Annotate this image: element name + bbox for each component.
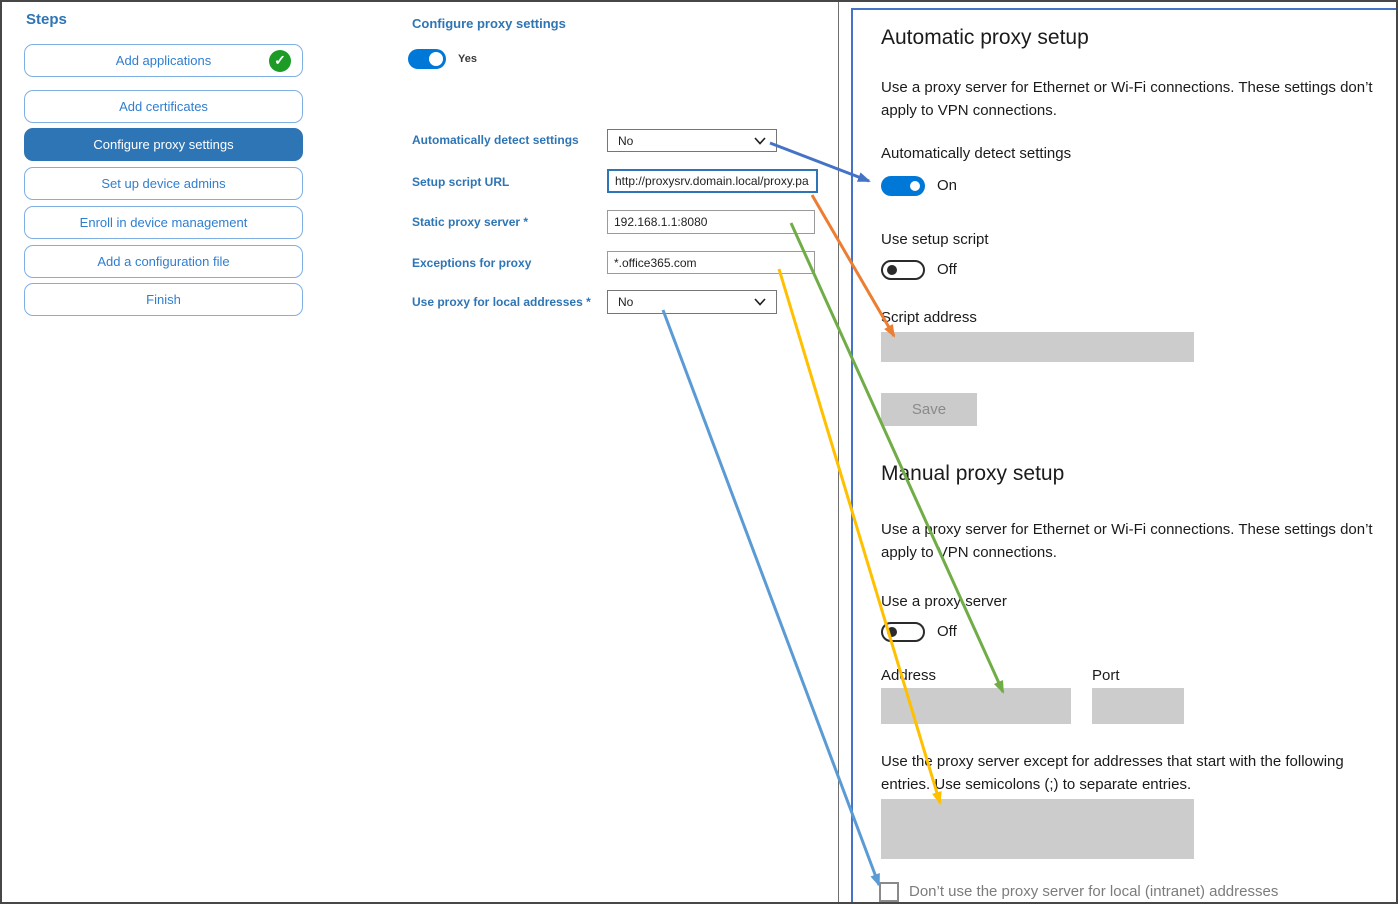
steps-heading: Steps (26, 11, 67, 28)
step-label: Add certificates (119, 99, 208, 114)
use-setup-script-state: Off (937, 261, 957, 278)
address-label: Address (881, 667, 937, 684)
detect-settings-state: On (937, 177, 958, 194)
completed-check-icon: ✓ (269, 49, 291, 72)
sidebar-item-configure-proxy-settings[interactable]: Configure proxy settings (24, 128, 303, 161)
use-proxy-server-label: Use a proxy server (881, 593, 1007, 610)
exceptions-for-proxy-input[interactable] (607, 251, 815, 274)
save-button[interactable]: Save (881, 393, 977, 426)
local-addresses-checkbox[interactable] (879, 882, 899, 902)
select-value: No (618, 133, 634, 148)
port-input[interactable] (1092, 688, 1184, 724)
automatic-proxy-description: Use a proxy server for Ethernet or Wi-Fi… (881, 79, 1373, 120)
static-proxy-server-input[interactable] (607, 210, 815, 234)
step-label: Set up device admins (101, 176, 226, 191)
step-label: Enroll in device management (79, 215, 248, 230)
use-setup-script-label: Use setup script (881, 231, 989, 248)
sidebar-item-add-configuration-file[interactable]: Add a configuration file (24, 245, 303, 278)
manual-proxy-heading: Manual proxy setup (881, 462, 1065, 485)
select-value: No (618, 295, 634, 309)
configure-proxy-toggle[interactable] (408, 49, 446, 69)
sidebar-item-finish[interactable]: Finish (24, 283, 303, 316)
windows-proxy-settings-panel: Automatic proxy setup Use a proxy server… (851, 8, 1396, 902)
use-proxy-local-select[interactable]: No (607, 290, 777, 314)
label-setup-script-url: Setup script URL (412, 175, 510, 189)
use-setup-script-toggle[interactable] (881, 260, 925, 280)
step-label: Configure proxy settings (93, 137, 234, 152)
form-title: Configure proxy settings (412, 16, 566, 31)
use-proxy-server-state: Off (937, 623, 957, 640)
manual-proxy-description: Use a proxy server for Ethernet or Wi-Fi… (881, 521, 1373, 562)
chevron-down-icon (754, 136, 766, 145)
sidebar-item-add-applications[interactable]: Add applications ✓ (24, 44, 303, 77)
exceptions-help-text: Use the proxy server except for addresse… (881, 753, 1344, 794)
sidebar-item-set-up-device-admins[interactable]: Set up device admins (24, 167, 303, 200)
toggle-knob (887, 627, 897, 637)
automatic-proxy-heading: Automatic proxy setup (881, 26, 1089, 49)
automatically-detect-select[interactable]: No (607, 129, 777, 152)
label-exceptions-for-proxy: Exceptions for proxy (412, 256, 532, 270)
local-addresses-checkbox-label: Don’t use the proxy server for local (in… (909, 883, 1279, 900)
exceptions-textarea[interactable] (881, 799, 1194, 859)
label-use-proxy-local: Use proxy for local addresses * (412, 295, 591, 309)
sidebar-item-enroll-device-management[interactable]: Enroll in device management (24, 206, 303, 239)
vertical-divider (838, 2, 839, 902)
sidebar-item-add-certificates[interactable]: Add certificates (24, 90, 303, 123)
toggle-knob (910, 181, 920, 191)
detect-settings-label: Automatically detect settings (881, 145, 1072, 162)
label-automatically-detect: Automatically detect settings (412, 133, 579, 147)
toggle-knob (887, 265, 897, 275)
step-label: Add applications (115, 53, 212, 68)
configure-proxy-toggle-label: Yes (458, 53, 477, 65)
detect-settings-toggle[interactable] (881, 176, 925, 196)
use-proxy-server-toggle[interactable] (881, 622, 925, 642)
script-address-input[interactable] (881, 332, 1194, 362)
chevron-down-icon (754, 298, 766, 306)
address-input[interactable] (881, 688, 1071, 724)
label-static-proxy-server: Static proxy server * (412, 215, 529, 229)
step-label: Finish (146, 292, 181, 307)
map-local-addresses (661, 309, 881, 887)
step-label: Add a configuration file (97, 254, 230, 269)
script-address-label: Script address (881, 309, 977, 326)
toggle-knob (429, 52, 443, 66)
setup-script-url-input[interactable] (607, 169, 818, 193)
port-label: Port (1092, 667, 1120, 684)
